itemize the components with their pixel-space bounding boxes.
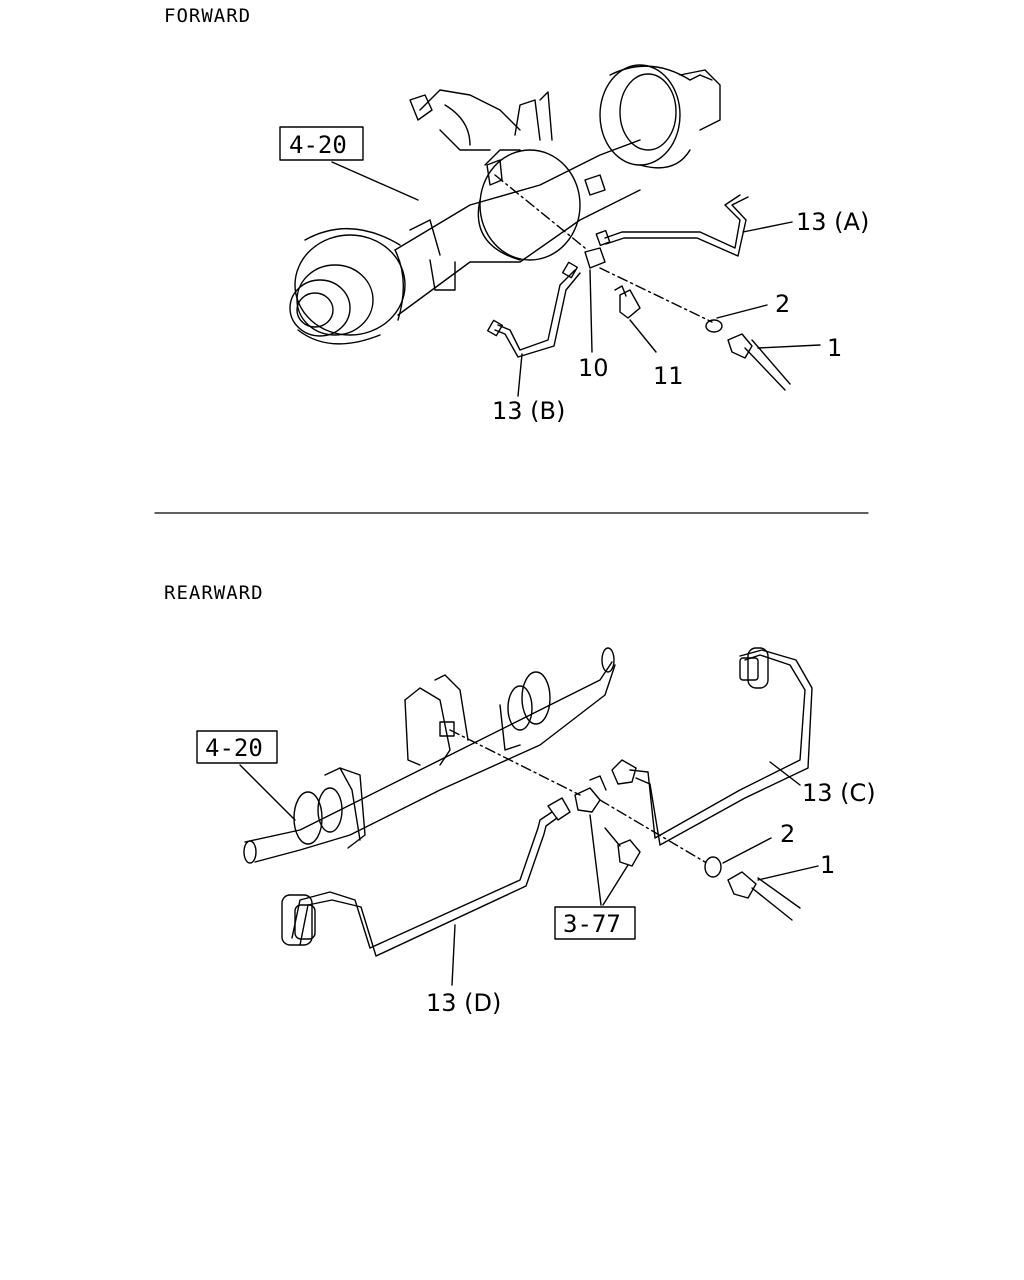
- rearward-brake-pipes: [281, 647, 813, 957]
- forward-ref-leader: [331, 161, 419, 201]
- rearward-ref-label: 4-20: [205, 734, 263, 762]
- rearward-section-title: REARWARD: [164, 582, 264, 604]
- forward-section-title: FORWARD: [164, 5, 252, 27]
- rearward-ref-box-2: [554, 906, 636, 940]
- forward-ref-label: 4-20: [289, 131, 347, 159]
- callout-1-forward: 1: [827, 334, 842, 362]
- rearward-ref-box: [196, 730, 278, 764]
- rearward-axle-drawing: [243, 647, 616, 864]
- callout-13c: 13 (C): [802, 779, 876, 807]
- callout-11: 11: [653, 362, 684, 390]
- callout-2-forward: 2: [775, 290, 790, 318]
- callout-13a: 13 (A): [796, 208, 869, 236]
- callout-13d: 13 (D): [426, 989, 501, 1017]
- callout-10: 10: [578, 354, 609, 382]
- forward-ref-box: [279, 126, 364, 161]
- callout-13b: 13 (B): [492, 397, 565, 425]
- callout-2-rearward: 2: [780, 820, 795, 848]
- forward-axle-drawing: [289, 64, 721, 345]
- rearward-ref-label-2: 3-77: [563, 910, 621, 938]
- forward-brake-pipes: [486, 194, 791, 391]
- callout-1-rearward: 1: [820, 851, 835, 879]
